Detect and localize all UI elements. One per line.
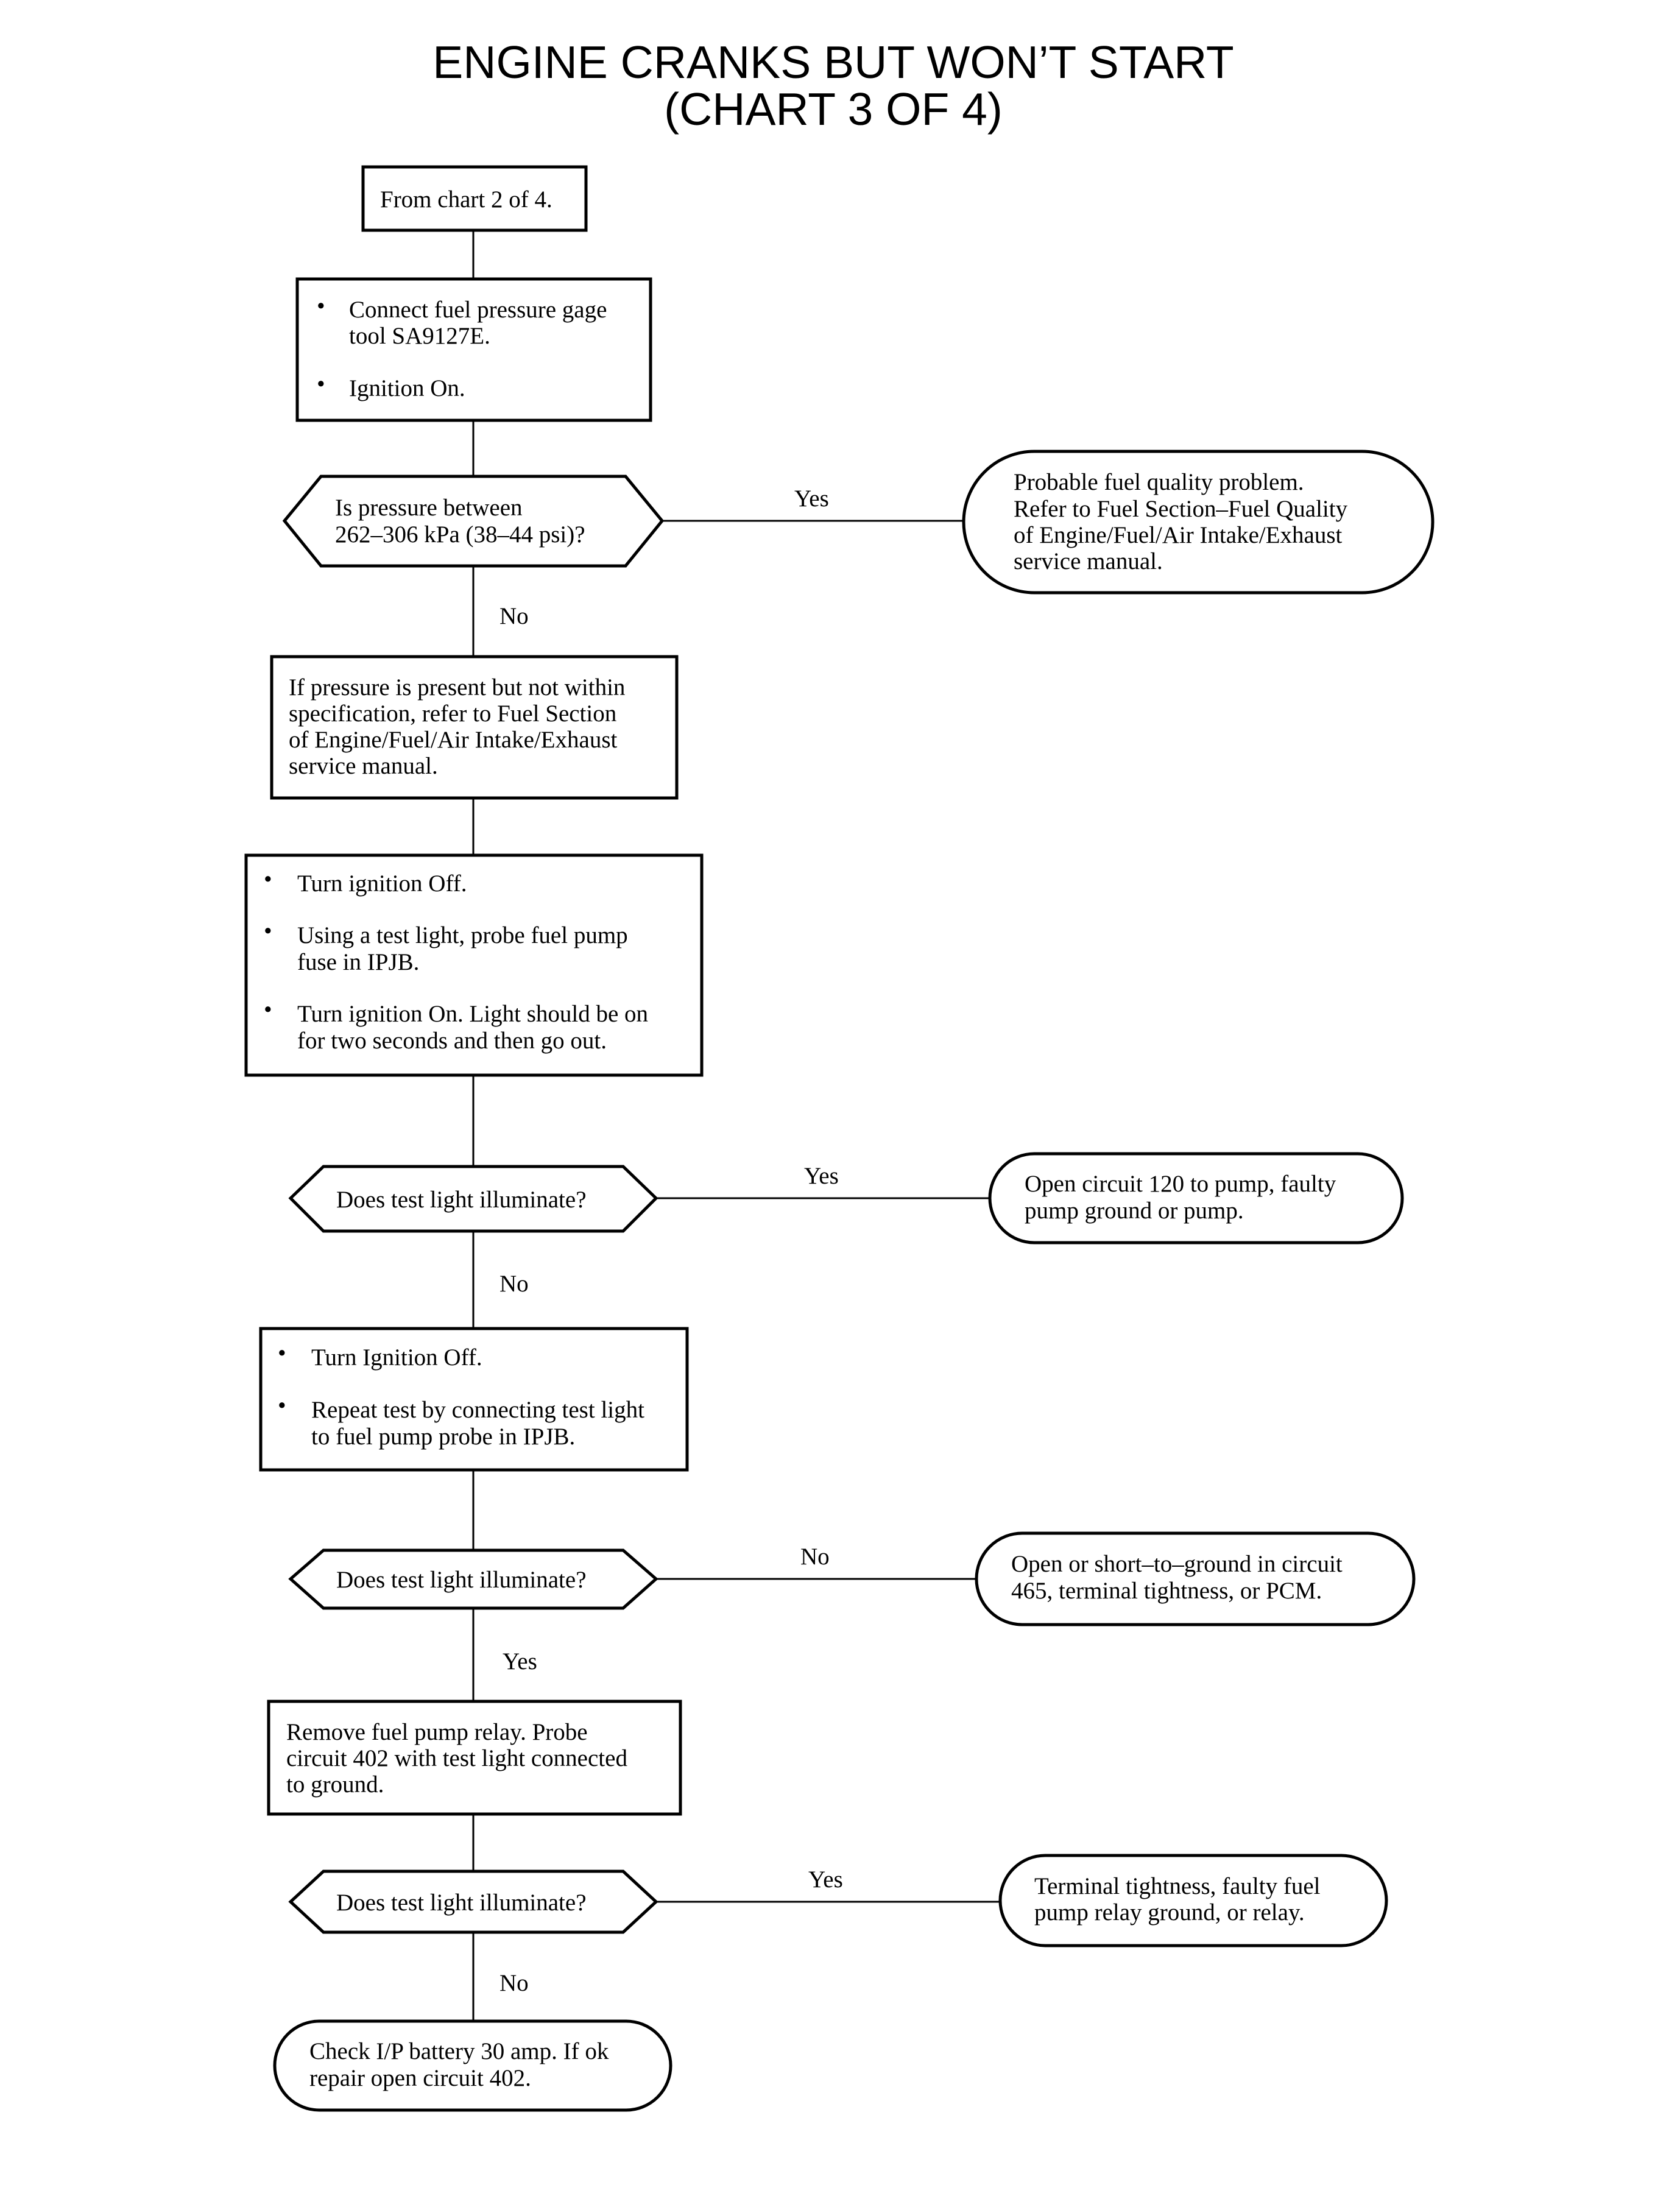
step4-bullet2-line2: to fuel pump probe in IPJB. <box>311 1424 575 1450</box>
t3-line1: Open or short–to–ground in circuit <box>1011 1551 1343 1577</box>
step1-box: • Connect fuel pressure gage tool SA9127… <box>295 277 652 422</box>
step2-line3: of Engine/Fuel/Air Intake/Exhaust <box>289 727 618 753</box>
step1-box-frame <box>295 277 652 422</box>
start-box-frame <box>361 165 588 232</box>
t1-frame <box>962 450 1435 595</box>
q1-diamond <box>282 475 665 568</box>
step2-line1: If pressure is present but not within <box>289 674 625 701</box>
q1-line1: Is pressure between <box>335 495 523 521</box>
step3-box-frame <box>244 853 704 1077</box>
step3-bullet2-line1: Using a test light, probe fuel pump <box>297 922 628 948</box>
bullet-dot: • <box>278 1393 286 1419</box>
step1-bullet2: Ignition On. <box>349 375 465 401</box>
step1-bullet1-line1: Connect fuel pressure gage <box>349 297 607 323</box>
end-frame <box>273 2019 672 2112</box>
step3-bullet3-line2: for two seconds and then go out. <box>297 1028 607 1054</box>
t2-terminal: Open circuit 120 to pump, faulty pump gr… <box>988 1152 1404 1244</box>
step3-box: • Turn ignition Off. • Using a test ligh… <box>244 853 704 1077</box>
end-terminal: Check I/P battery 30 amp. If ok repair o… <box>273 2019 672 2112</box>
chart-title-line2: (CHART 3 OF 4) <box>664 83 1003 135</box>
chart-title-line1: ENGINE CRANKS BUT WON’T START <box>432 37 1234 88</box>
bullet-dot: • <box>264 997 272 1023</box>
bullet-dot: • <box>317 371 325 397</box>
q2-diamond <box>288 1165 658 1233</box>
q4-decision: Does test light illuminate? <box>288 1869 658 1934</box>
t4-frame <box>998 1854 1388 1947</box>
step1-bullet1-line2: tool SA9127E. <box>349 323 490 349</box>
bullet-dot: • <box>264 866 272 892</box>
step3-bullet1: Turn ignition Off. <box>297 870 467 897</box>
t4-line2: pump relay ground, or relay. <box>1034 1899 1305 1926</box>
end-line1: Check I/P battery 30 amp. If ok <box>309 2038 609 2064</box>
step4-box-frame <box>259 1327 689 1472</box>
q3-yes-label: Yes <box>503 1648 537 1675</box>
step2-box: If pressure is present but not within sp… <box>270 655 679 800</box>
t3-line2: 465, terminal tightness, or PCM. <box>1011 1578 1322 1604</box>
q3-decision: Does test light illuminate? <box>288 1548 658 1610</box>
step3-bullet2-line2: fuse in IPJB. <box>297 949 419 975</box>
step2-line4: service manual. <box>289 753 438 779</box>
step4-bullet2-line1: Repeat test by connecting test light <box>311 1397 644 1423</box>
t1-line4: service manual. <box>1014 548 1163 574</box>
t2-line1: Open circuit 120 to pump, faulty <box>1025 1171 1336 1197</box>
q1-decision: Is pressure between 262–306 kPa (38–44 p… <box>282 475 665 568</box>
q2-decision: Does test light illuminate? <box>288 1165 658 1233</box>
step4-box: • Turn Ignition Off. • Repeat test by co… <box>259 1327 689 1472</box>
step5-line1: Remove fuel pump relay. Probe <box>286 1719 588 1745</box>
q4-yes-label: Yes <box>808 1866 843 1893</box>
step4-bullet1: Turn Ignition Off. <box>311 1344 482 1371</box>
connectors <box>472 230 1000 2021</box>
step5-box-frame <box>267 1700 682 1816</box>
start-box: From chart 2 of 4. <box>361 165 588 232</box>
start-box-text: From chart 2 of 4. <box>380 186 552 213</box>
step3-bullet3-line1: Turn ignition On. Light should be on <box>297 1001 648 1027</box>
t2-line2: pump ground or pump. <box>1025 1198 1244 1224</box>
step5-box: Remove fuel pump relay. Probe circuit 40… <box>267 1700 682 1816</box>
step2-box-frame <box>270 655 679 800</box>
q3-text: Does test light illuminate? <box>336 1567 587 1593</box>
q3-diamond <box>288 1548 658 1610</box>
q1-yes-label: Yes <box>794 485 829 512</box>
t1-line3: of Engine/Fuel/Air Intake/Exhaust <box>1014 522 1343 548</box>
t3-frame <box>975 1531 1416 1626</box>
t2-frame <box>988 1152 1404 1244</box>
t1-line1: Probable fuel quality problem. <box>1014 469 1304 495</box>
t4-line1: Terminal tightness, faulty fuel <box>1034 1873 1321 1899</box>
step5-line3: to ground. <box>286 1771 384 1798</box>
q4-text: Does test light illuminate? <box>336 1890 587 1916</box>
q2-yes-label: Yes <box>804 1163 839 1189</box>
q3-no-label: No <box>800 1544 830 1570</box>
q2-text: Does test light illuminate? <box>336 1187 587 1213</box>
q1-line2: 262–306 kPa (38–44 psi)? <box>335 521 585 548</box>
q2-no-label: No <box>499 1271 529 1297</box>
t3-terminal: Open or short–to–ground in circuit 465, … <box>975 1531 1416 1626</box>
q4-diamond <box>288 1869 658 1934</box>
bullet-dot: • <box>264 918 272 944</box>
step2-line2: specification, refer to Fuel Section <box>289 701 616 727</box>
q1-no-label: No <box>499 603 529 629</box>
t4-terminal: Terminal tightness, faulty fuel pump rel… <box>998 1854 1388 1947</box>
step5-line2: circuit 402 with test light connected <box>286 1745 627 1771</box>
t1-terminal: Probable fuel quality problem. Refer to … <box>962 450 1435 595</box>
bullet-dot: • <box>317 293 325 319</box>
end-line2: repair open circuit 402. <box>309 2065 531 2091</box>
t1-line2: Refer to Fuel Section–Fuel Quality <box>1014 496 1348 522</box>
bullet-dot: • <box>278 1340 286 1366</box>
q4-no-label: No <box>499 1970 529 1996</box>
